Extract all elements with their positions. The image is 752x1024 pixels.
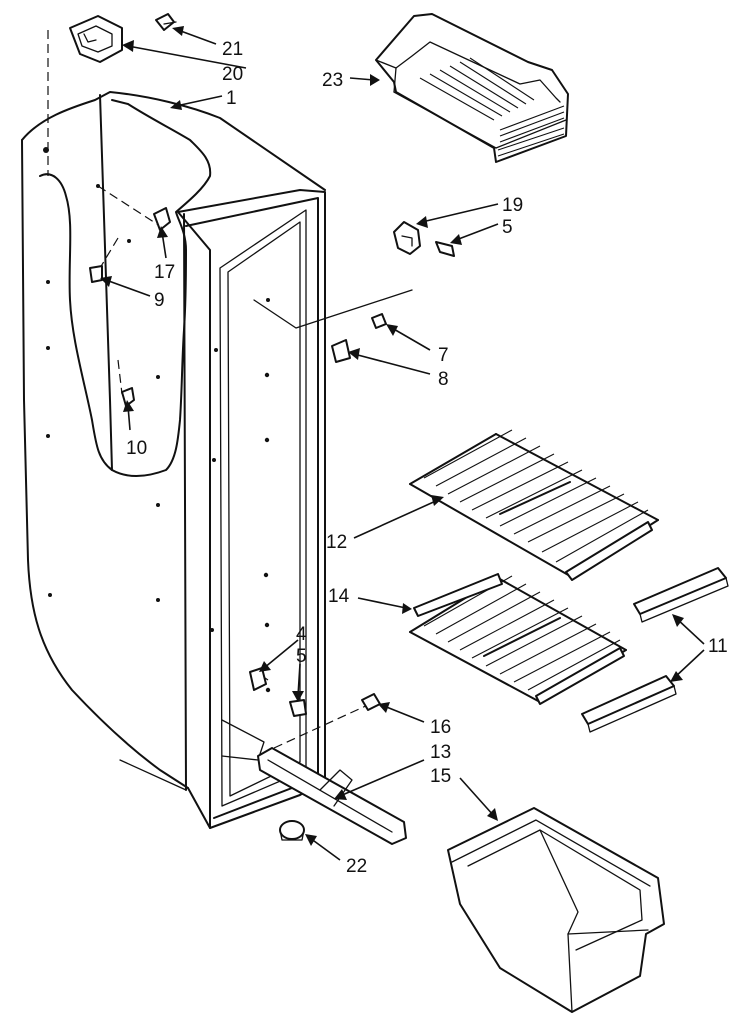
leader-lines bbox=[100, 26, 705, 861]
callout-labels: 21 20 1 23 19 5 17 9 7 8 10 12 14 11 4 5… bbox=[126, 39, 728, 877]
shelf-rail-part-11-upper bbox=[633, 567, 729, 623]
screw-part-16 bbox=[361, 693, 381, 711]
clip-part-17 bbox=[153, 207, 171, 231]
callout-14: 14 bbox=[328, 586, 350, 607]
latch-part-19 bbox=[393, 221, 421, 255]
clip-part-8 bbox=[331, 339, 351, 363]
callout-5-upper: 5 bbox=[502, 217, 513, 238]
callout-17: 17 bbox=[154, 262, 175, 283]
ice-bin-part-23 bbox=[375, 13, 569, 163]
callout-21: 21 bbox=[222, 39, 243, 60]
callout-9: 9 bbox=[154, 290, 165, 311]
wire-shelf-part-12 bbox=[409, 429, 659, 581]
screw-part-5-top bbox=[435, 241, 455, 257]
callout-23: 23 bbox=[322, 70, 343, 91]
freezer-liner bbox=[21, 30, 371, 829]
callout-1: 1 bbox=[226, 88, 237, 109]
clip-part-9 bbox=[89, 265, 103, 283]
callout-13: 13 bbox=[430, 742, 451, 763]
screw-part-5-lower bbox=[289, 699, 307, 717]
callout-16: 16 bbox=[430, 717, 451, 738]
alignment-line-7-8 bbox=[253, 289, 413, 329]
callout-7: 7 bbox=[438, 345, 449, 366]
shelf-rail-part-11-lower bbox=[581, 675, 677, 733]
callout-15: 15 bbox=[430, 766, 451, 787]
callout-8: 8 bbox=[438, 369, 449, 390]
pin-part-7 bbox=[371, 313, 387, 329]
plug-part-22 bbox=[279, 820, 305, 841]
wire-shelf-part-14 bbox=[409, 573, 627, 705]
callout-5-lower: 5 bbox=[296, 646, 307, 667]
callout-20: 20 bbox=[222, 64, 243, 85]
callout-19: 19 bbox=[502, 195, 523, 216]
callout-12: 12 bbox=[326, 532, 347, 553]
callout-11: 11 bbox=[708, 636, 728, 657]
storage-bin-part-15 bbox=[447, 807, 665, 1013]
callout-22: 22 bbox=[346, 856, 367, 877]
bracket-part-20 bbox=[69, 15, 123, 63]
clip-part-10 bbox=[121, 387, 135, 407]
callout-4: 4 bbox=[296, 624, 307, 645]
screw-part-21 bbox=[155, 13, 177, 31]
clip-part-4 bbox=[249, 667, 267, 691]
callout-10: 10 bbox=[126, 438, 147, 459]
